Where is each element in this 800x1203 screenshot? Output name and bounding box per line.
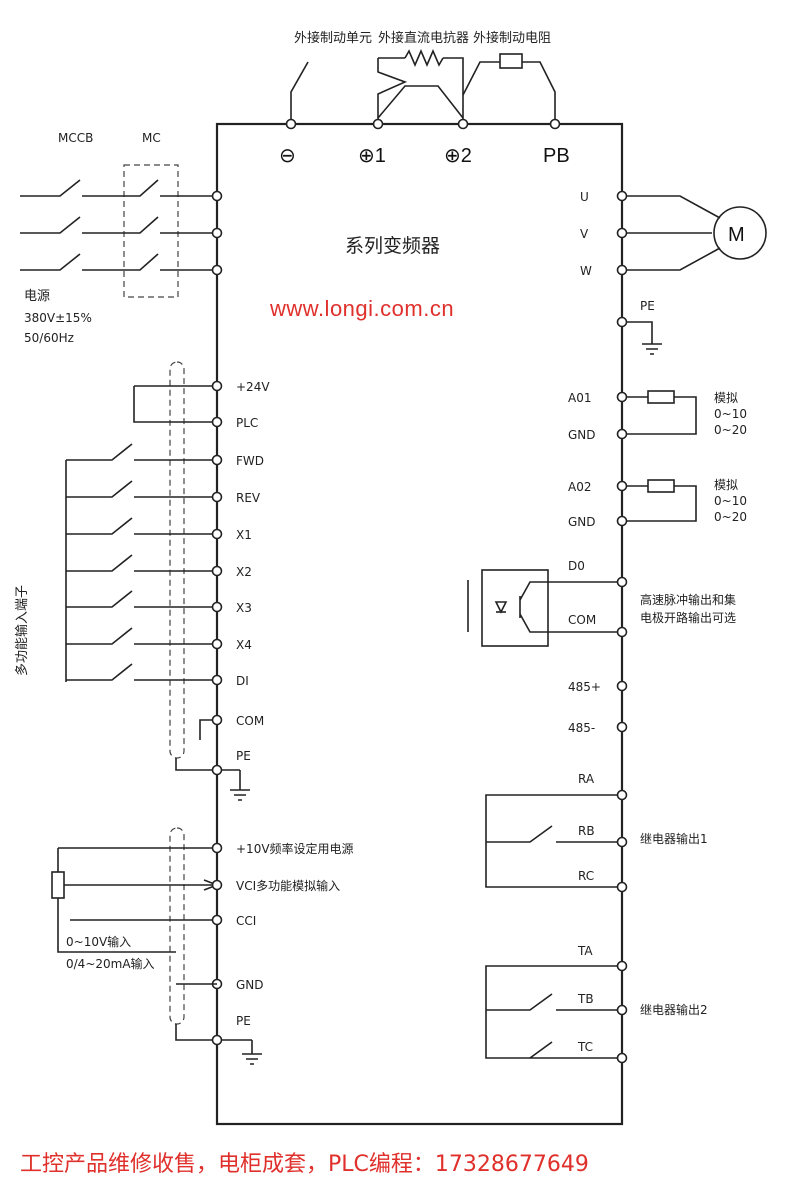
analog-note-line2: 0/4~20mA输入 — [66, 956, 155, 971]
terminal-ra: RA — [578, 772, 595, 786]
terminal-v: V — [580, 227, 589, 241]
terminal-fwd: FWD — [236, 454, 264, 468]
voltage-label: 380V±15% — [24, 311, 92, 325]
terminal-24v: +24V — [236, 380, 270, 394]
terminal-plc: PLC — [236, 416, 258, 430]
footer-ad-text: 工控产品维修收售，电柜成套，PLC编程：17328677649 — [20, 1152, 589, 1177]
terminal-com-right: COM — [568, 613, 596, 627]
terminal-tc: TC — [577, 1040, 593, 1054]
terminal-rb: RB — [578, 824, 595, 838]
left-control-wiring — [65, 361, 250, 801]
analog-out2-note-1: 模拟 — [714, 478, 738, 492]
mc-label: MC — [142, 131, 161, 145]
analog-out1-note-2: 0~10 — [714, 407, 747, 421]
terminal-d0: D0 — [568, 559, 585, 573]
terminal-x4: X4 — [236, 638, 252, 652]
top-external-units — [285, 48, 561, 130]
website-url: www.longi.com.cn — [270, 296, 455, 321]
mccb-label: MCCB — [58, 131, 93, 145]
terminal-a02: A02 — [568, 480, 591, 494]
power-input-wiring — [20, 164, 223, 298]
inverter-title: 系列变频器 — [345, 235, 440, 257]
terminal-10v: +10V频率设定用电源 — [236, 841, 354, 856]
terminal-pe2-left: PE — [236, 1014, 251, 1028]
terminal-w: W — [580, 264, 592, 278]
terminal-x1: X1 — [236, 528, 252, 542]
terminal-gnd-a01: GND — [568, 428, 596, 442]
terminal-pe-motor: PE — [640, 299, 655, 313]
relay2-note: 继电器输出2 — [640, 1002, 708, 1017]
right-control-wiring — [467, 390, 697, 1064]
terminal-tb: TB — [577, 992, 594, 1006]
terminal-ta: TA — [577, 944, 593, 958]
terminal-gnd-left: GND — [236, 978, 264, 992]
brake-unit-label: 外接制动单元 — [294, 30, 372, 46]
terminal-485p: 485+ — [568, 680, 601, 694]
pulse-out-note-2: 电极开路输出可选 — [640, 610, 736, 625]
motor-label: M — [728, 224, 745, 246]
analog-out2-note-2: 0~10 — [714, 494, 747, 508]
terminal-a01: A01 — [568, 391, 591, 405]
terminal-x2: X2 — [236, 565, 252, 579]
terminal-rev: REV — [236, 491, 261, 505]
frequency-label: 50/60Hz — [24, 331, 74, 345]
terminal-com-left: COM — [236, 714, 264, 728]
relay1-note: 继电器输出1 — [640, 831, 708, 846]
pulse-out-note-1: 高速脉冲输出和集 — [640, 592, 736, 607]
terminal-u: U — [580, 190, 589, 204]
terminal-vci: VCI多功能模拟输入 — [236, 878, 340, 893]
terminal-minus: ⊖ — [279, 145, 296, 167]
analog-input-wiring — [51, 827, 262, 1065]
terminal-p1: ⊕1 — [358, 145, 386, 167]
inverter-box — [215, 122, 624, 1126]
terminal-rc: RC — [578, 869, 594, 883]
terminal-x3: X3 — [236, 601, 252, 615]
terminal-cci: CCI — [236, 914, 256, 928]
analog-out1-note-3: 0~20 — [714, 423, 747, 437]
terminal-pe-left: PE — [236, 749, 251, 763]
terminal-pb: PB — [543, 145, 570, 167]
dc-reactor-label: 外接直流电抗器 — [378, 30, 469, 46]
terminal-485m: 485- — [568, 721, 595, 735]
analog-out1-note-1: 模拟 — [714, 391, 738, 405]
motor-wiring — [616, 190, 767, 355]
analog-note-line1: 0~10V输入 — [66, 934, 131, 949]
brake-resistor-label: 外接制动电阻 — [473, 30, 551, 46]
terminal-p2: ⊕2 — [444, 145, 472, 167]
terminal-gnd-a02: GND — [568, 515, 596, 529]
terminal-di: DI — [236, 674, 249, 688]
analog-out2-note-3: 0~20 — [714, 510, 747, 524]
multi-input-side-label: 多功能输入端子 — [14, 585, 30, 676]
power-source-label: 电源 — [24, 289, 50, 304]
